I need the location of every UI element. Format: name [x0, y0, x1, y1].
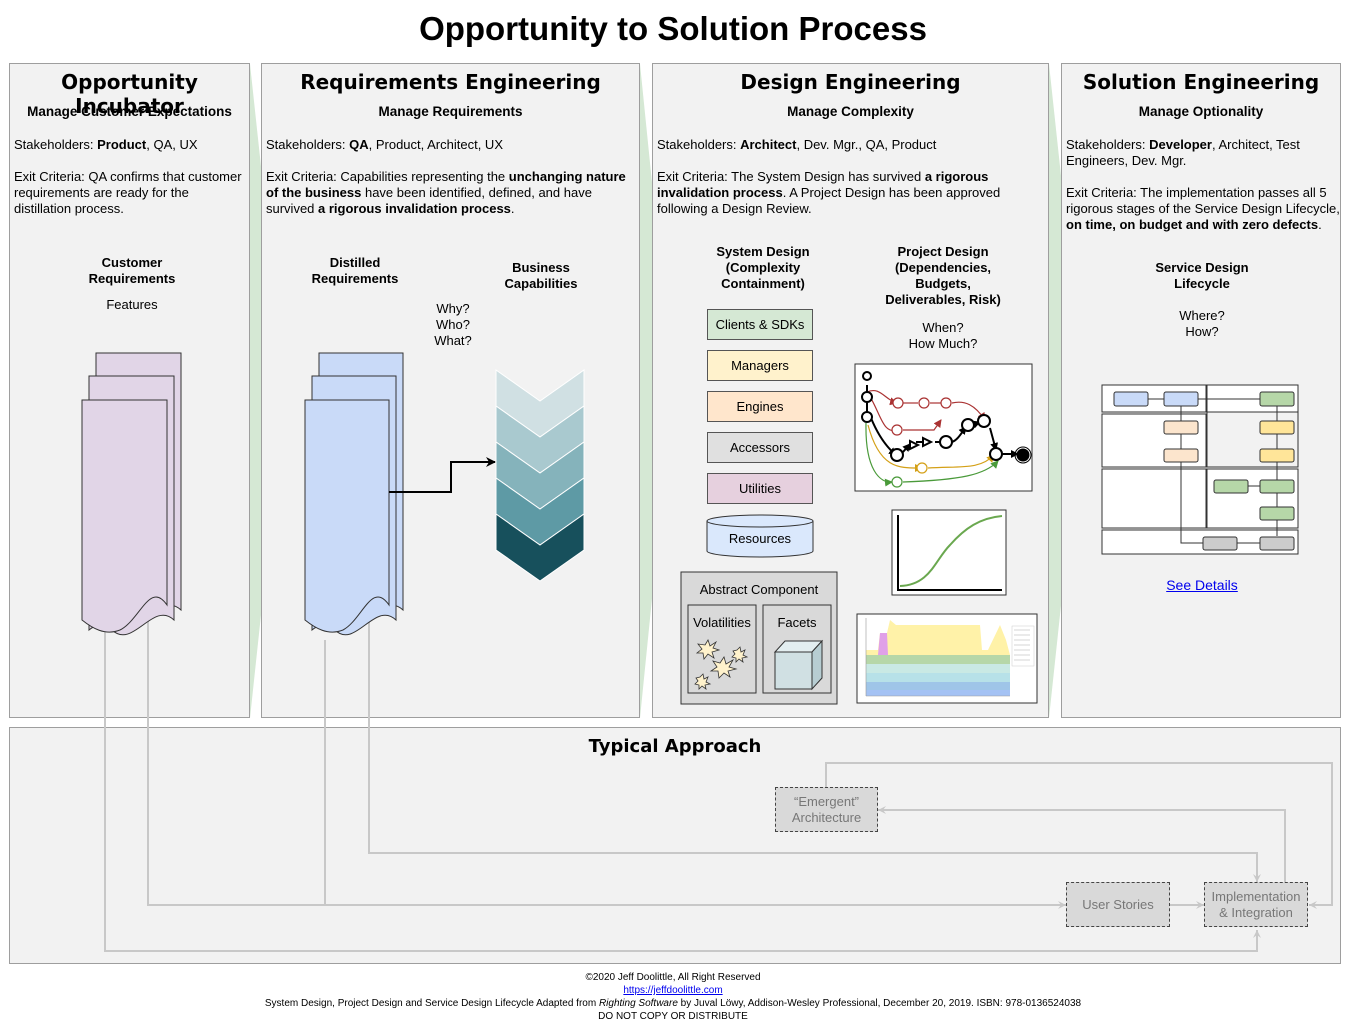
- panel-subtitle: Manage Requirements: [378, 104, 523, 119]
- connector-customer-to-implementation: [104, 630, 1261, 952]
- layer-engines: Engines: [707, 391, 813, 422]
- footer-copyright: ©2020 Jeff Doolittle, All Right Reserved: [585, 972, 761, 983]
- panel-subtitle: Manage Optionality: [1138, 104, 1264, 119]
- abstract-component: [680, 571, 838, 705]
- resources-cylinder: [706, 514, 814, 558]
- connector-distilled-to-implementation: [368, 620, 1261, 882]
- distill-arrow: [389, 457, 496, 493]
- typical-approach-connectors: [104, 620, 1333, 952]
- volatilities-label: Volatilities: [693, 615, 751, 630]
- page-title: Opportunity to Solution Process: [419, 10, 927, 47]
- footer-url-wrap: https://jeffdoolittle.com: [0, 984, 1346, 997]
- emergent-architecture-box: “Emergent”Architecture: [775, 787, 878, 832]
- layer-resources: Resources: [728, 531, 792, 546]
- footer-credit: System Design, Project Design and Servic…: [264, 998, 1082, 1009]
- see-details-link[interactable]: See Details: [1166, 577, 1238, 593]
- layer-managers: Managers: [707, 350, 813, 381]
- business-capabilities-chevrons: [495, 369, 585, 582]
- panel-subtitle: Manage Customer Expectations: [27, 104, 232, 119]
- panel-title: Solution Engineering: [1082, 70, 1320, 94]
- document-shape: [81, 399, 168, 633]
- panel-title: Requirements Engineering: [300, 70, 601, 94]
- see-details-wrap: See Details: [1132, 577, 1272, 594]
- layer-accessors: Accessors: [707, 432, 813, 463]
- stakeholders: Stakeholders: Architect, Dev. Mgr., QA, …: [657, 137, 937, 152]
- exit-criteria: Exit Criteria: The System Design has sur…: [657, 169, 1001, 216]
- stacked-area-chart: [856, 613, 1038, 704]
- panel-title: Design Engineering: [740, 70, 961, 94]
- document-shape: [304, 399, 390, 633]
- implementation-integration-box: Implementation& Integration: [1204, 882, 1308, 927]
- facets-cube: [773, 639, 824, 691]
- typical-approach-title: Typical Approach: [588, 736, 762, 757]
- footer-url-link[interactable]: https://jeffdoolittle.com: [623, 985, 723, 996]
- connector-customer-to-user-stories: [147, 620, 1066, 909]
- project-network-diagram: [854, 363, 1033, 492]
- user-stories-box: User Stories: [1066, 882, 1170, 927]
- volatility-bursts: [694, 639, 749, 690]
- abstract-component-label: Abstract Component: [699, 582, 819, 597]
- chevron-5: [495, 513, 585, 582]
- panel-subtitle: Manage Complexity: [787, 104, 914, 119]
- exit-criteria: Exit Criteria: The implementation passes…: [1066, 185, 1340, 232]
- customer-requirements-docs: [81, 352, 182, 636]
- stakeholders: Stakeholders: Developer, Architect, Test…: [1066, 137, 1300, 168]
- s-curve-chart: [891, 509, 1007, 596]
- why-who-what-label: Why?Who?What?: [434, 301, 472, 348]
- exit-criteria: Exit Criteria: QA confirms that customer…: [14, 169, 242, 216]
- facets-label: Facets: [777, 615, 817, 630]
- connector-emergent-loop: [825, 762, 1333, 909]
- project-design-label: Project Design(Dependencies,Budgets,Deli…: [885, 244, 1001, 307]
- service-lifecycle-diagram: [1101, 384, 1299, 555]
- footer-notice: DO NOT COPY OR DISTRIBUTE: [598, 1011, 748, 1022]
- layer-utilities: Utilities: [707, 473, 813, 504]
- connector-implementation-to-emergent: [878, 806, 1286, 882]
- when-how-much-label: When?How Much?: [908, 320, 978, 351]
- layer-clients-sdks: Clients & SDKs: [707, 309, 813, 340]
- exit-criteria: Exit Criteria: Capabilities representing…: [266, 169, 626, 216]
- stakeholders: Stakeholders: Product, QA, UX: [14, 137, 198, 152]
- features-label: Features: [106, 297, 158, 312]
- stakeholders: Stakeholders: QA, Product, Architect, UX: [266, 137, 503, 152]
- where-how-label: Where?How?: [1179, 308, 1225, 339]
- panel-title: Opportunity Incubator: [61, 70, 198, 118]
- distilled-requirements-docs: [304, 352, 404, 636]
